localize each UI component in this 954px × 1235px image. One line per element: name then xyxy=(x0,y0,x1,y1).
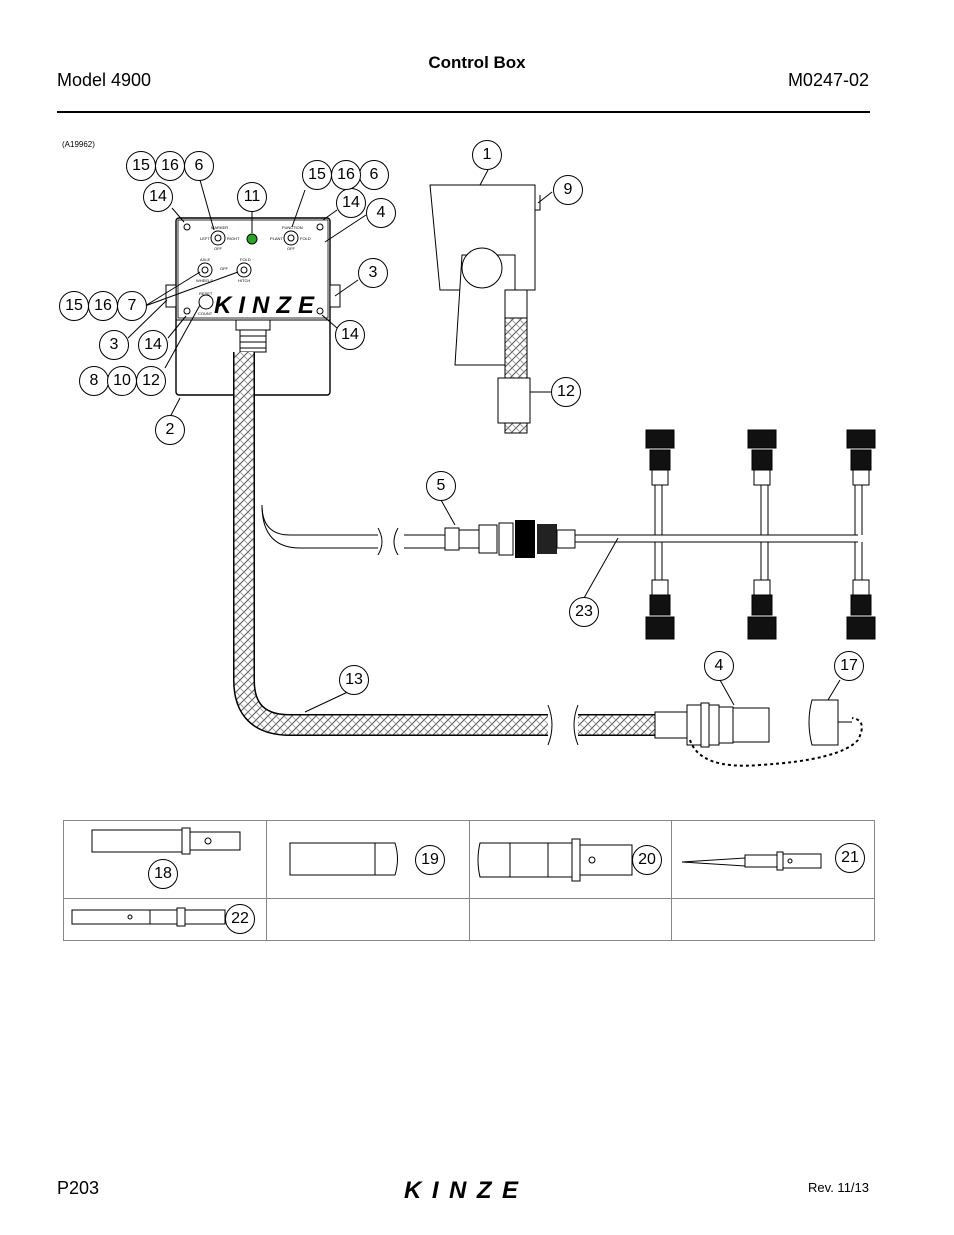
callout-14-bottom-right: 14 xyxy=(335,320,365,350)
mount-bracket xyxy=(429,184,541,434)
label-axle: AXLE xyxy=(200,257,211,262)
callout-15-right: 15 xyxy=(302,160,332,190)
callout-19: 19 xyxy=(415,845,445,875)
label-off-2: OFF xyxy=(287,246,295,251)
label-wheels: WHEELS xyxy=(196,278,213,283)
callout-3-right: 3 xyxy=(358,258,388,288)
label-function: FUNCTION xyxy=(282,225,303,230)
callout-2: 2 xyxy=(155,415,185,445)
cell-empty-1 xyxy=(265,898,470,941)
callout-11: 11 xyxy=(237,182,267,212)
figure-reference: (A19962) xyxy=(62,140,95,149)
parts-table xyxy=(63,820,875,941)
callout-21: 21 xyxy=(835,843,865,873)
label-fold-2: FOLD xyxy=(240,257,251,262)
callout-10: 10 xyxy=(107,366,137,396)
label-right: RIGHT xyxy=(227,236,240,241)
callout-3-left: 3 xyxy=(99,330,129,360)
svg-text:KINZE: KINZE xyxy=(404,1177,519,1202)
callout-14-bottom-left: 14 xyxy=(138,330,168,360)
callout-23: 23 xyxy=(569,597,599,627)
label-plant: PLANT xyxy=(270,236,283,241)
page-title: Control Box xyxy=(428,53,526,72)
callout-14-top-left: 14 xyxy=(143,182,173,212)
plug-4 xyxy=(654,702,770,748)
callout-16-left: 16 xyxy=(155,151,185,181)
callout-7: 7 xyxy=(117,291,147,321)
callout-1: 1 xyxy=(472,140,502,170)
label-left: LEFT xyxy=(200,236,210,241)
svg-text:KINZE: KINZE xyxy=(214,292,315,319)
callout-20: 20 xyxy=(632,845,662,875)
cell-empty-3 xyxy=(671,898,875,941)
callout-6-right: 6 xyxy=(359,160,389,190)
callout-4-plug: 4 xyxy=(704,651,734,681)
callout-12-mount: 12 xyxy=(551,377,581,407)
revision-date: Rev. 11/13 xyxy=(808,1180,869,1195)
connector-5 xyxy=(444,520,576,558)
leader-lines xyxy=(127,169,841,713)
callout-6-left: 6 xyxy=(184,151,214,181)
label-count: COUNT xyxy=(198,311,213,316)
callout-9: 9 xyxy=(553,175,583,205)
label-off-1: OFF xyxy=(214,246,222,251)
cap-17 xyxy=(689,699,863,767)
harness-connectors xyxy=(645,429,876,640)
callout-15-side: 15 xyxy=(59,291,89,321)
page-number: P203 xyxy=(57,1178,100,1198)
cell-empty-2 xyxy=(468,898,673,941)
callout-15-left: 15 xyxy=(126,151,156,181)
callout-16-right: 16 xyxy=(331,160,361,190)
callout-17: 17 xyxy=(834,651,864,681)
control-box: KINZE xyxy=(165,217,341,396)
label-fold: FOLD xyxy=(300,236,311,241)
callout-5: 5 xyxy=(426,471,456,501)
label-marker: MARKER xyxy=(211,225,229,230)
callout-8: 8 xyxy=(79,366,109,396)
label-hitch: HITCH xyxy=(238,278,251,283)
callout-14-top-right: 14 xyxy=(336,188,366,218)
label-off-3: OFF xyxy=(220,266,228,271)
callout-18: 18 xyxy=(148,859,178,889)
indicator-light xyxy=(246,233,258,245)
callout-22: 22 xyxy=(225,904,255,934)
kinze-logo: KINZE xyxy=(404,1177,519,1202)
label-reset: RESET xyxy=(199,291,213,296)
callout-16-side: 16 xyxy=(88,291,118,321)
callout-4-box: 4 xyxy=(366,198,396,228)
model-label: Model 4900 xyxy=(57,70,152,90)
callout-12-box: 12 xyxy=(136,366,166,396)
document-number: M0247-02 xyxy=(787,70,869,90)
callout-13: 13 xyxy=(339,665,369,695)
header-rule xyxy=(57,111,870,113)
harness-23 xyxy=(575,485,863,580)
